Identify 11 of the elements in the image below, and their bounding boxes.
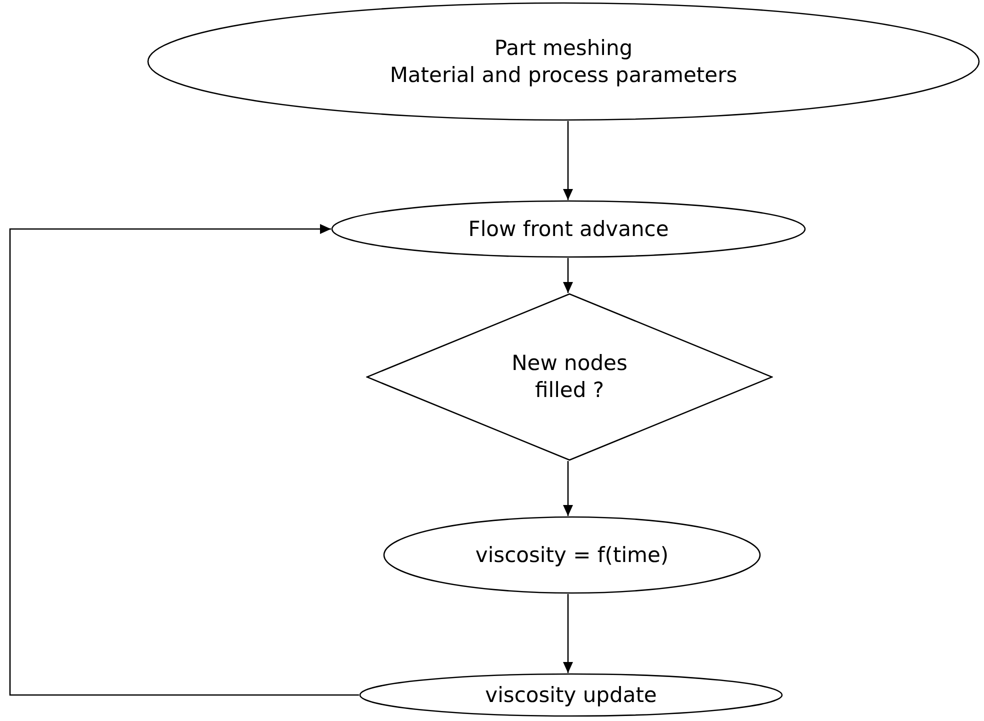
arrow [563, 121, 573, 200]
node-label: Material and process parameters [390, 62, 738, 88]
node-label: Flow front advance [468, 216, 669, 242]
node-label: viscosity = f(time) [475, 542, 669, 568]
node-label: viscosity update [485, 682, 657, 708]
node-label: New nodes filled ? [510, 350, 628, 404]
arrow [563, 594, 573, 673]
arrow [9, 224, 359, 696]
node-label: Part meshing [494, 34, 633, 62]
arrow [563, 258, 573, 293]
arrow [563, 461, 573, 516]
